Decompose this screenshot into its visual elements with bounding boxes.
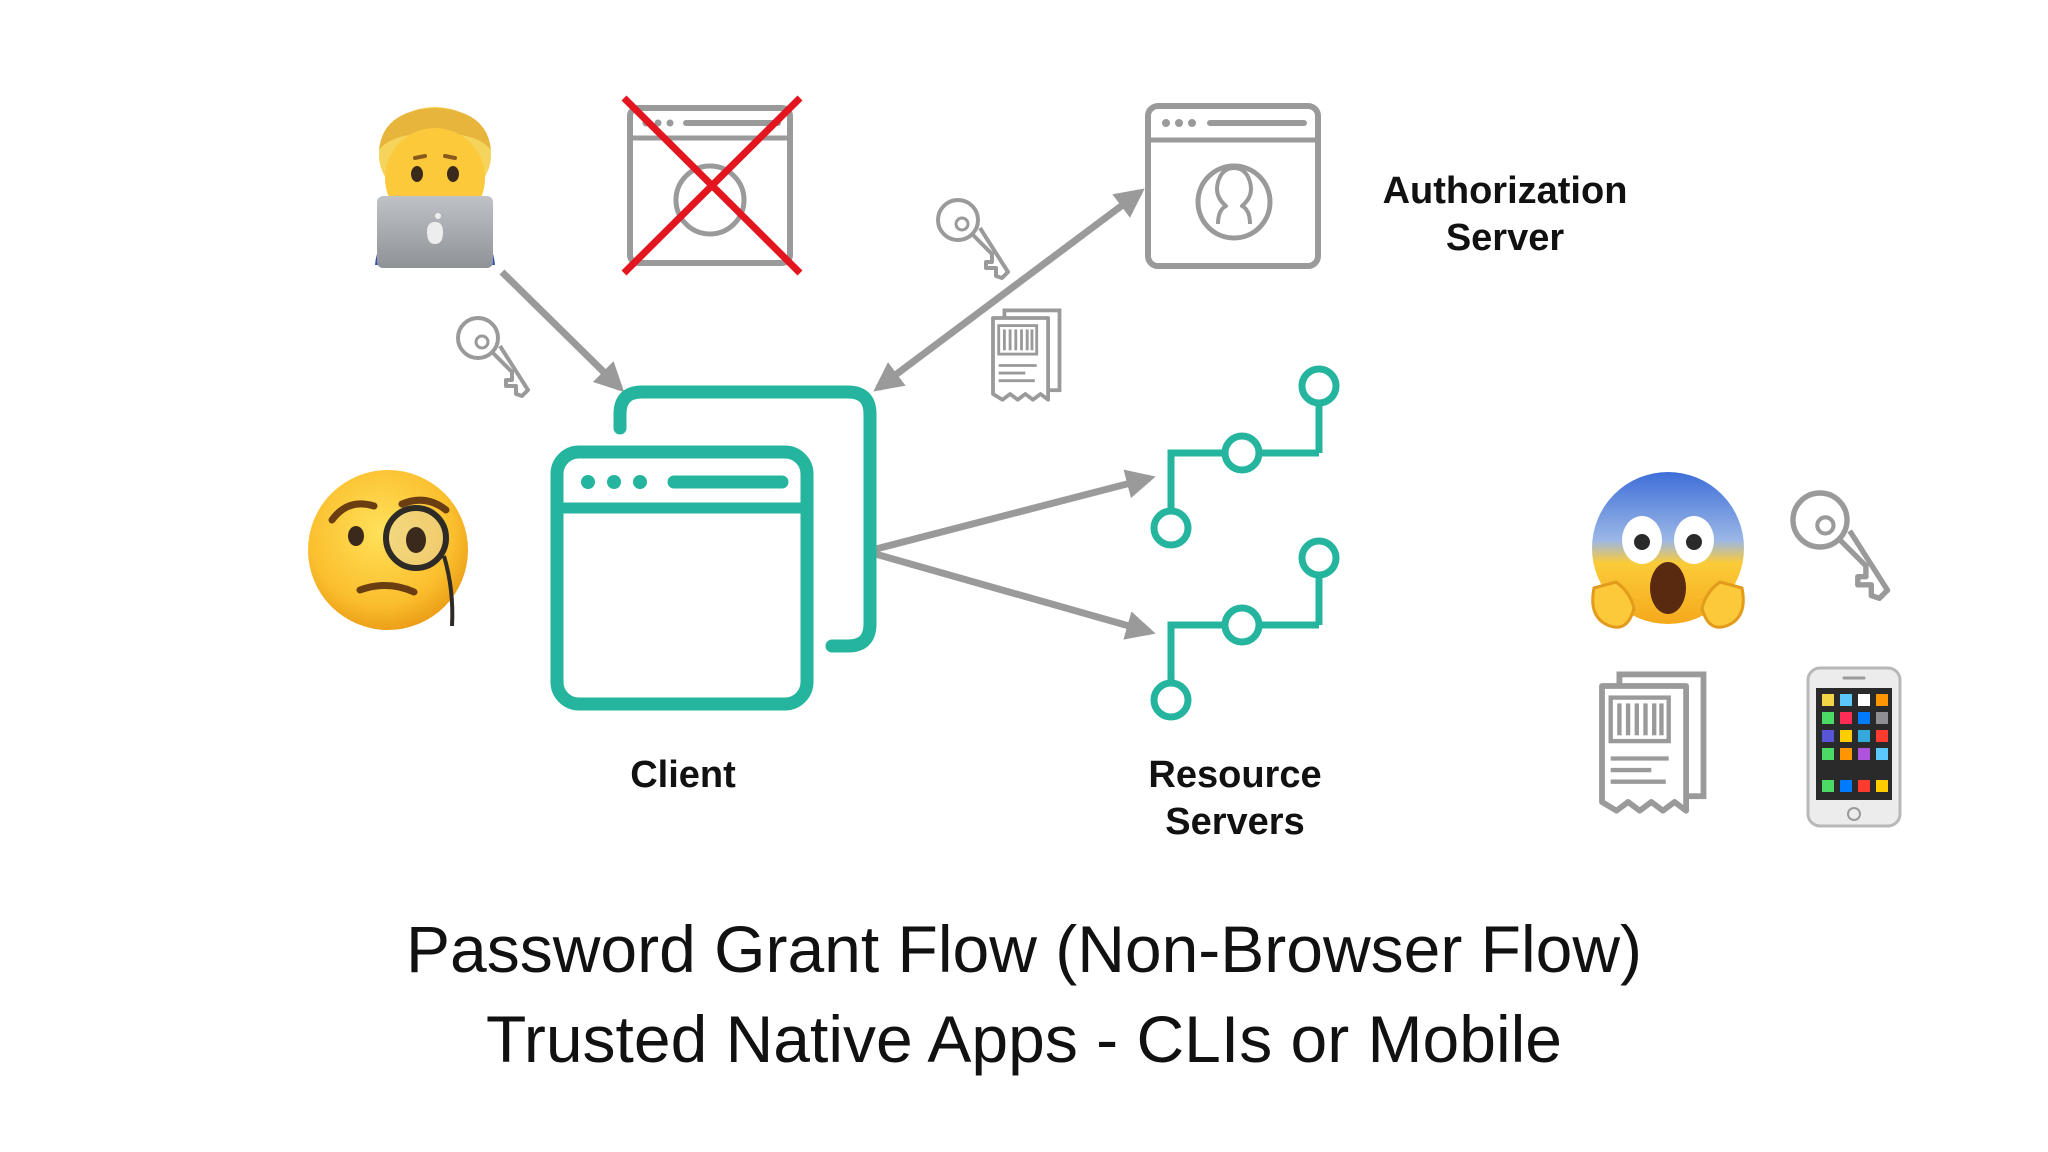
client-to-resource-arrow-1	[871, 469, 1156, 554]
browser-user-profile-icon	[1145, 103, 1321, 269]
resource-servers-label: Resource Servers	[1100, 752, 1370, 846]
authorization-server-label: Authorization Server	[1330, 168, 1680, 262]
user-to-client-arrow	[499, 269, 625, 393]
browser-crossed-out-icon	[621, 95, 803, 276]
resource-servers-label-line-2: Servers	[1165, 801, 1305, 843]
person-with-laptop-icon	[375, 107, 495, 268]
authorization-server-label-line-2: Server	[1445, 217, 1565, 259]
screaming-face-icon	[1591, 472, 1745, 629]
receipt-token-icon	[991, 308, 1062, 402]
client-label: Client	[630, 754, 736, 796]
monocle-face-icon	[308, 470, 468, 630]
circuit-network-icon	[1154, 369, 1336, 545]
client-to-resource-arrow-2	[871, 549, 1156, 640]
caption-line-2: Trusted Native Apps - CLIs or Mobile	[486, 1002, 1562, 1076]
client-app-windows-icon	[550, 385, 877, 711]
client-auth-server-arrow	[873, 188, 1145, 392]
key-icon	[1793, 493, 1888, 598]
receipt-token-icon	[1602, 674, 1704, 810]
resource-servers-label-line-1: Resource	[1148, 754, 1322, 796]
key-icon	[936, 198, 1010, 280]
key-icon	[456, 316, 530, 398]
caption-line-1: Password Grant Flow (Non-Browser Flow)	[406, 912, 1642, 986]
circuit-network-icon	[1154, 541, 1336, 717]
mobile-phone-icon	[1806, 666, 1902, 828]
authorization-server-label-line-1: Authorization	[1382, 170, 1628, 212]
